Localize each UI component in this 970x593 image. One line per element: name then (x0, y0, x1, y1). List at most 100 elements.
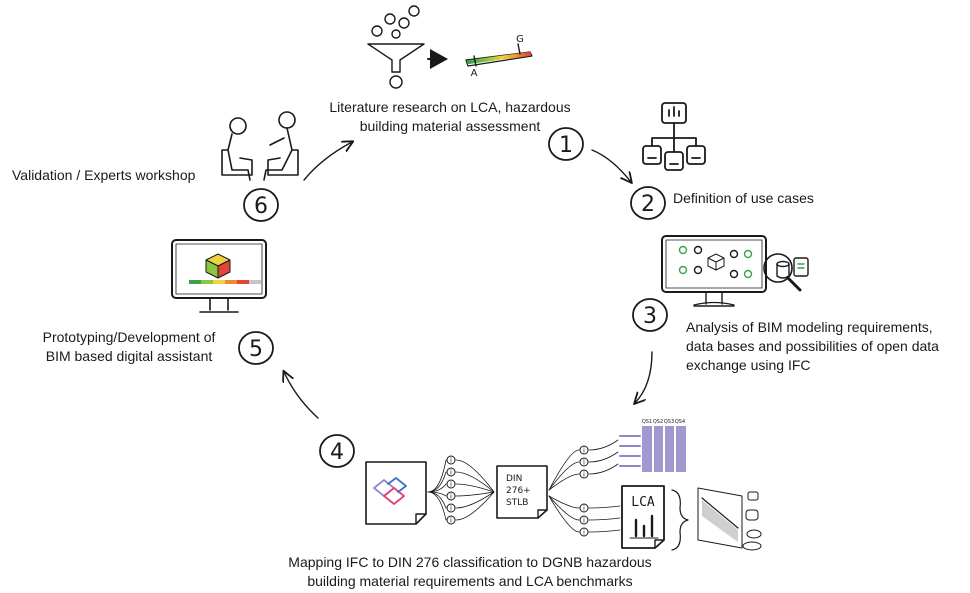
step-number-1: 1 (548, 127, 584, 161)
info-node: i (579, 527, 589, 537)
step-4-label-line-1: Mapping IFC to DIN 276 classification to… (288, 554, 652, 570)
step-6-label-line-1: Validation / Experts workshop (12, 167, 196, 183)
scale-end-label: G (516, 34, 524, 45)
mapping-line (588, 451, 619, 463)
rating-segment (213, 280, 225, 284)
info-glyph: i (450, 493, 452, 501)
rating-scale-bar: A G (465, 34, 533, 79)
mapping-line (455, 459, 495, 493)
info-node: i (579, 515, 589, 525)
step-5-label-line-2: BIM based digital assistant (45, 348, 213, 364)
bim-logo (373, 477, 407, 505)
info-glyph: i (583, 505, 585, 513)
info-node: i (446, 503, 456, 513)
mapping-line (455, 471, 495, 493)
step-number-5-text: 5 (249, 337, 263, 362)
rating-segment (201, 280, 213, 284)
table-header-4: QS4 (675, 419, 685, 425)
info-glyph: i (450, 469, 452, 477)
step-4-label-line-2: building material requirements and LCA b… (307, 573, 633, 589)
monitor-icon (661, 235, 767, 307)
mapping-line (548, 461, 580, 491)
mapping-line (588, 529, 621, 533)
info-node: i (446, 467, 456, 477)
rating-segment (237, 280, 249, 284)
step-3-label: Analysis of BIM modeling requirements, d… (686, 318, 968, 375)
benchmark-plot (697, 487, 743, 549)
info-node: i (579, 457, 589, 467)
mapping-line (455, 491, 495, 509)
doc-lca-label: LCA (631, 495, 655, 510)
document-icon (496, 465, 548, 519)
mapping-line (588, 505, 621, 509)
step-1-label-line-1: Literature research on LCA, hazardous (329, 99, 571, 115)
step-2-label-line-1: Definition of use cases (673, 190, 814, 206)
info-node: i (579, 469, 589, 479)
info-node: i (579, 445, 589, 455)
step-5-label-line-1: Prototyping/Development of (42, 329, 216, 345)
mapping-line (588, 517, 621, 521)
info-glyph: i (450, 481, 452, 489)
step-number-5: 5 (238, 331, 274, 365)
monitor-icon (171, 239, 267, 313)
rating-segment (225, 280, 237, 284)
document-icon (621, 485, 665, 549)
step-3-label-line-3: exchange using IFC (686, 357, 811, 373)
mapping-line (548, 449, 580, 491)
mapping-line (548, 495, 580, 509)
requirements-table (619, 425, 686, 473)
cycle-arrow-6-1 (303, 142, 352, 181)
step-number-3: 3 (632, 298, 668, 332)
mapping-line (548, 495, 580, 533)
mapping-line (455, 483, 495, 493)
info-node: i (446, 455, 456, 465)
hierarchy-icon (642, 102, 706, 171)
table-header-1: QS1 (642, 419, 652, 425)
step-number-3-text: 3 (643, 304, 657, 329)
step-2-label: Definition of use cases (673, 189, 873, 208)
table-header-2: QS2 (653, 419, 663, 425)
step-number-6: 6 (243, 188, 279, 222)
info-glyph: i (450, 505, 452, 513)
mapping-line (548, 473, 580, 491)
building-parts-icons (742, 491, 762, 551)
info-glyph: i (583, 459, 585, 467)
info-glyph: i (450, 517, 452, 525)
rating-bar-5 (189, 280, 261, 284)
step-4-label: Mapping IFC to DIN 276 classification to… (250, 553, 690, 591)
info-glyph: i (583, 447, 585, 455)
step-number-6-text: 6 (254, 194, 268, 219)
doc-din-line-1: DIN (506, 474, 522, 484)
people-icon (221, 111, 299, 181)
building-cube-icon (205, 253, 231, 279)
mapping-line (427, 491, 447, 521)
step-number-2: 2 (630, 186, 666, 220)
cycle-arrow-4-5 (284, 372, 319, 419)
scale-start-label: A (471, 68, 478, 79)
step-6-label: Validation / Experts workshop (12, 166, 232, 185)
info-node: i (446, 491, 456, 501)
info-glyph: i (583, 517, 585, 525)
doc-din-line-3: STLB (506, 498, 528, 508)
funnel-icon (367, 5, 425, 89)
step-number-4: 4 (319, 434, 355, 468)
step-number-2-text: 2 (641, 192, 655, 217)
step-number-1-text: 1 (559, 133, 573, 158)
mapping-line (455, 491, 495, 521)
step-1-label-line-2: building material assessment (359, 118, 541, 134)
info-node: i (446, 515, 456, 525)
rating-segment (249, 280, 261, 284)
document-icon (365, 461, 427, 525)
cycle-arrow-1-2 (591, 149, 631, 182)
table-header-3: QS3 (664, 419, 674, 425)
brace-icon (671, 489, 689, 551)
step-3-label-line-2: data bases and possibilities of open dat… (686, 338, 939, 354)
info-glyph: i (583, 471, 585, 479)
step-number-4-text: 4 (330, 440, 344, 465)
doc-din-line-2: 276+ (506, 486, 531, 496)
step-3-label-line-1: Analysis of BIM modeling requirements, (686, 319, 933, 335)
mapping-line (427, 471, 447, 493)
